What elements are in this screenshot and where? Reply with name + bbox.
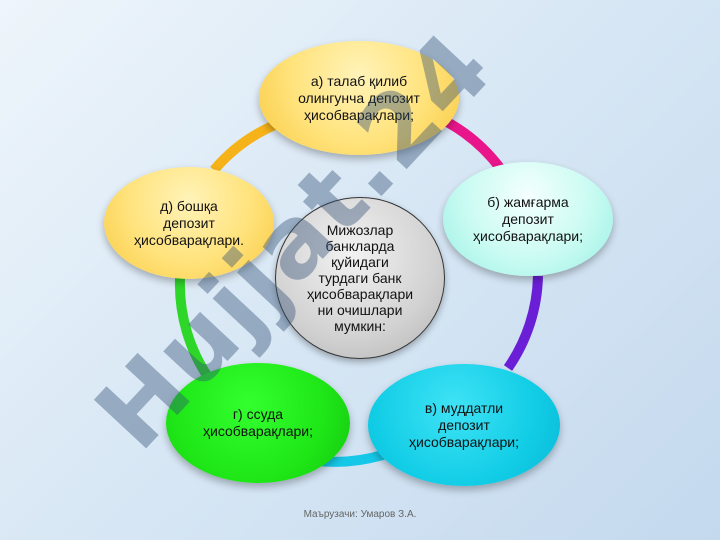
node-term-deposit-label: в) муддатли депозит ҳисобварақлари;	[409, 399, 519, 450]
footer-presenter: Маърузачи: Умаров З.А.	[303, 509, 417, 520]
node-other-deposit-label: д) бошқа депозит ҳисобварақлари.	[134, 197, 244, 248]
ring-arc-b-v	[503, 275, 543, 371]
node-other-deposit: д) бошқа депозит ҳисобварақлари.	[104, 167, 274, 279]
ring-arc-d-a	[210, 117, 284, 174]
node-demand-deposit: а) талаб қилиб олингунча депозит ҳисобва…	[259, 41, 459, 155]
node-term-deposit: в) муддатли депозит ҳисобварақлари;	[368, 364, 560, 486]
node-loan-account-label: г) ссуда ҳисобварақлари;	[203, 406, 313, 439]
center-node: Мижозлар банкларда қуйидаги турдаги банк…	[275, 197, 445, 359]
ring-arc-g-d	[174, 277, 215, 383]
node-loan-account: г) ссуда ҳисобварақлари;	[166, 363, 350, 483]
node-savings-deposit-label: б) жамғарма депозит ҳисобварақлари;	[473, 193, 583, 244]
node-demand-deposit-label: а) талаб қилиб олингунча депозит ҳисобва…	[298, 72, 420, 123]
center-node-label: Мижозлар банкларда қуйидаги турдаги банк…	[306, 222, 414, 334]
node-savings-deposit: б) жамғарма депозит ҳисобварақлари;	[443, 162, 613, 276]
